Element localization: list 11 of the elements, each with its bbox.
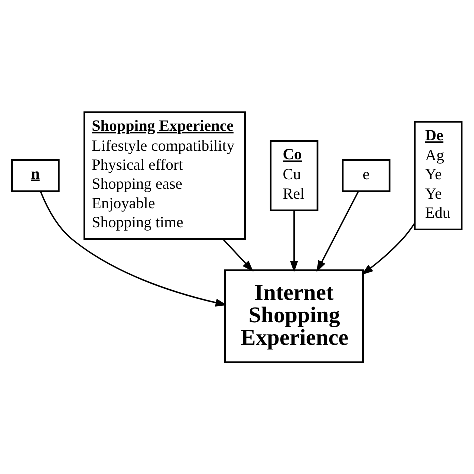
node-box: Co Cu Rel	[270, 140, 319, 211]
node-box: Shopping Experience Lifestyle compatibility Physical effort Shopping ease Enjoyable Shopping time	[84, 111, 246, 240]
arrow	[222, 238, 254, 272]
arrow	[362, 222, 416, 275]
arrow	[316, 190, 360, 272]
arrow	[40, 190, 228, 306]
node-box: De Ag Ye Ye Edu	[414, 120, 463, 230]
arrow	[290, 210, 298, 272]
node-box: Internet Shopping Experience	[224, 269, 364, 363]
node-box: n	[11, 158, 60, 192]
node-box: e	[342, 158, 391, 192]
